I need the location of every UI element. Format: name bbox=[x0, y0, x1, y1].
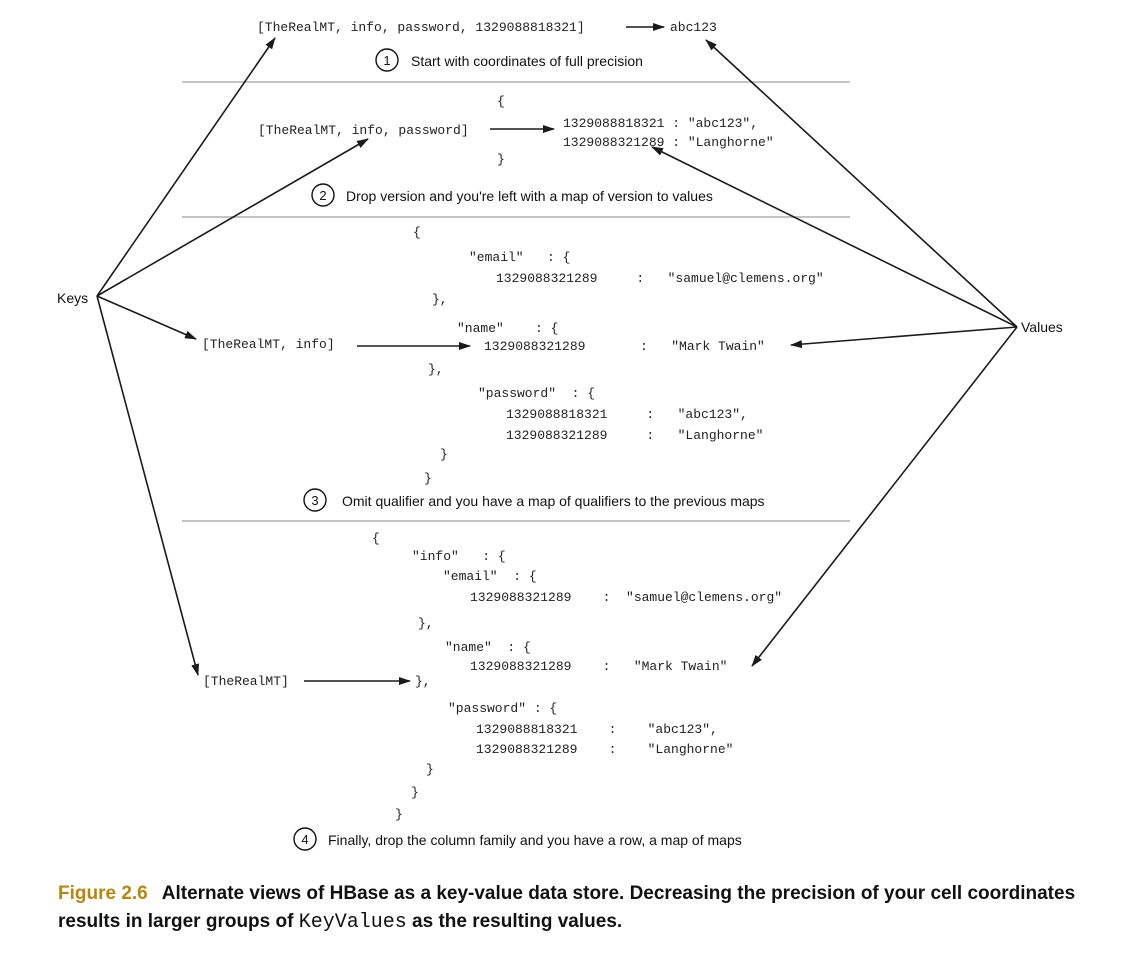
values-to-version-map-arrow bbox=[651, 146, 1018, 328]
svg-text:2: 2 bbox=[319, 188, 326, 203]
block4-line-3: 1329088321289 : "samuel@clemens.org" bbox=[470, 590, 782, 605]
block4-line-0: { bbox=[372, 531, 380, 546]
block2-line-1: 1329088818321 : "abc123", bbox=[563, 116, 758, 131]
values-to-row-arrow bbox=[751, 326, 1018, 667]
block3-line-0: { bbox=[413, 225, 421, 240]
block3-line-11: } bbox=[424, 471, 432, 486]
keys-label: Keys bbox=[57, 290, 88, 306]
step-3-label: 3 Omit qualifier and you have a map of q… bbox=[303, 488, 765, 512]
values-label: Values bbox=[1021, 319, 1063, 335]
block4-line-6: 1329088321289 : "Mark Twain" bbox=[470, 659, 727, 674]
svg-text:Omit qualifier and you have a: Omit qualifier and you have a map of qua… bbox=[342, 493, 765, 509]
block3-line-9: 1329088321289 : "Langhorne" bbox=[506, 428, 763, 443]
value-full-precision: abc123 bbox=[670, 20, 717, 35]
key-full-precision: [TheRealMT, info, password, 132908881832… bbox=[257, 20, 585, 35]
block3-line-10: } bbox=[440, 447, 448, 462]
svg-text:Drop version and you're left w: Drop version and you're left with a map … bbox=[346, 188, 713, 204]
svg-text:Finally, drop the column famil: Finally, drop the column family and you … bbox=[328, 832, 742, 848]
keys-to-key-row-arrow bbox=[96, 295, 200, 676]
step-1-label: 1 Start with coordinates of full precisi… bbox=[375, 48, 643, 72]
svg-text:3: 3 bbox=[311, 493, 318, 508]
keys-to-key-no-qualifier-arrow bbox=[96, 295, 197, 340]
block3-line-4: "name" : { bbox=[457, 321, 558, 336]
keys-to-key-no-version-arrow bbox=[96, 138, 369, 297]
svg-text:1: 1 bbox=[383, 53, 390, 68]
block4-line-2: "email" : { bbox=[443, 569, 537, 584]
key-row: [TheRealMT] bbox=[203, 674, 289, 689]
block4-line-4: }, bbox=[418, 616, 434, 631]
block2-line-2: 1329088321289 : "Langhorne" bbox=[563, 135, 774, 150]
block3-line-3: }, bbox=[432, 292, 448, 307]
key-no-qualifier: [TheRealMT, info] bbox=[202, 337, 335, 352]
block4-line-10: 1329088321289 : "Langhorne" bbox=[476, 742, 733, 757]
block4-line-13: } bbox=[395, 807, 403, 822]
values-to-qualifier-map-arrow bbox=[790, 326, 1018, 349]
step-2-label: 2 Drop version and you're left with a ma… bbox=[311, 183, 713, 207]
key-no-version: [TheRealMT, info, password] bbox=[258, 123, 469, 138]
block4-line-7: }, bbox=[415, 674, 431, 689]
caption-code: KeyValues bbox=[298, 911, 407, 934]
step-4-label: 4 Finally, drop the column family and yo… bbox=[293, 827, 742, 851]
block4-line-8: "password" : { bbox=[448, 701, 557, 716]
caption-text-after: as the resulting values. bbox=[406, 911, 623, 932]
block3-line-5: 1329088321289 : "Mark Twain" bbox=[484, 339, 765, 354]
values-to-value-full-arrow bbox=[705, 39, 1018, 328]
block3-line-6: }, bbox=[428, 362, 444, 377]
svg-text:4: 4 bbox=[301, 832, 308, 847]
block3-line-8: 1329088818321 : "abc123", bbox=[506, 407, 748, 422]
block4-line-11: } bbox=[426, 762, 434, 777]
block2-line-3: } bbox=[497, 152, 505, 167]
figure-number: Figure 2.6 bbox=[58, 883, 148, 904]
block4-line-9: 1329088818321 : "abc123", bbox=[476, 722, 718, 737]
block4-line-5: "name" : { bbox=[445, 640, 531, 655]
block2-line-0: { bbox=[497, 94, 505, 109]
block4-line-12: } bbox=[411, 785, 419, 800]
keys-to-key-full-arrow bbox=[96, 37, 276, 297]
block3-line-1: "email" : { bbox=[469, 250, 570, 265]
block3-line-2: 1329088321289 : "samuel@clemens.org" bbox=[496, 271, 824, 286]
block3-line-7: "password" : { bbox=[478, 386, 595, 401]
svg-text:Start with coordinates of full: Start with coordinates of full precision bbox=[411, 53, 643, 69]
block4-line-1: "info" : { bbox=[412, 549, 506, 564]
caption-text-before: Alternate views of HBase as a key-value … bbox=[58, 883, 1076, 932]
